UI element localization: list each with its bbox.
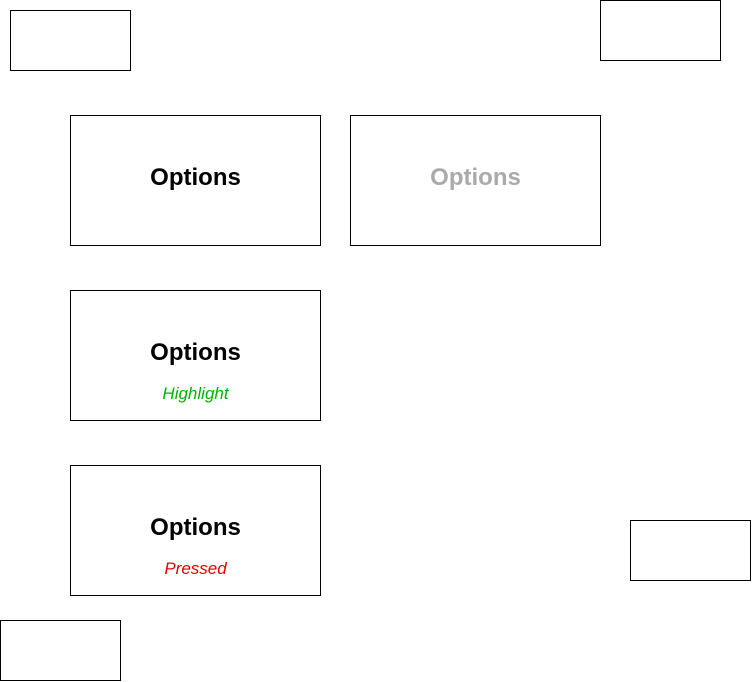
options-button-pressed[interactable]: Options Pressed [70,465,321,596]
corner-box-bottom-right [630,520,751,581]
options-button-disabled: Options [350,115,601,246]
state-label-highlight: Highlight [162,384,229,403]
corner-box-top-left [10,10,131,71]
options-button-highlight[interactable]: Options Highlight [70,290,321,421]
options-button-label: Options [150,164,241,191]
options-button-normal[interactable]: Options [70,115,321,246]
options-button-label: Options [150,514,241,541]
state-label-pressed: Pressed [164,559,227,578]
options-button-label: Options [150,339,241,366]
corner-box-top-right [600,0,721,61]
corner-box-bottom-left [0,620,121,681]
options-button-label: Options [430,164,521,191]
